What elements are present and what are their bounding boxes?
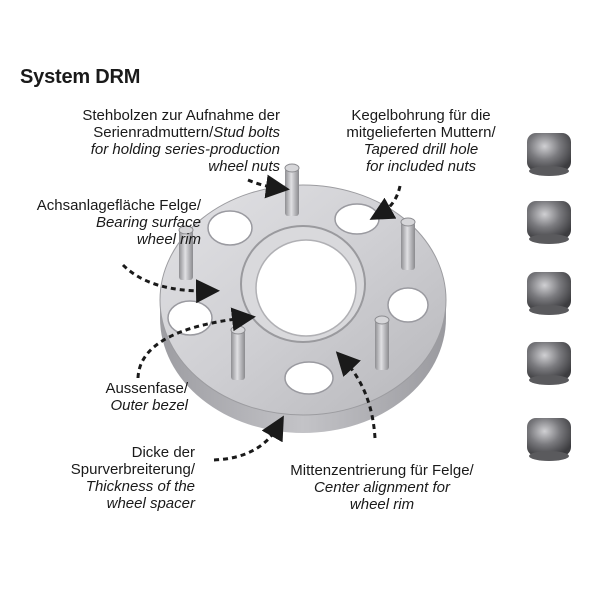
arrow-bearing-surface: [121, 263, 220, 304]
arrow-thickness: [213, 415, 284, 462]
tapered-hole: [207, 210, 253, 246]
diagram-title: System DRM: [20, 66, 141, 88]
stud-bolt: [400, 217, 416, 270]
lug-nut: [527, 342, 571, 385]
included-nuts: [527, 133, 571, 461]
lug-nut: [527, 133, 571, 176]
tapered-hole: [167, 300, 213, 336]
tapered-hole: [334, 203, 380, 235]
lug-nut: [527, 418, 571, 461]
label-outer-bezel: Aussenfase/ Outer bezel: [105, 380, 188, 414]
arrow-tapered-hole: [369, 185, 402, 220]
label-tapered-hole: Kegelbohrung für die mitgelieferten Mutt…: [346, 107, 496, 175]
stud-bolt: [284, 163, 300, 216]
stud-bolt: [230, 325, 246, 380]
stud-bolt: [374, 315, 390, 370]
callout-arrows: [121, 174, 402, 462]
label-thickness: Dicke der Spurverbreiterung/ Thickness o…: [70, 444, 195, 512]
center-bore-inner: [255, 239, 357, 337]
stud-bolt: [178, 225, 194, 280]
tapered-hole: [387, 287, 429, 323]
arrow-center-alignment: [335, 351, 377, 439]
lug-nut: [527, 201, 571, 244]
tapered-hole: [284, 361, 334, 395]
arrow-stud-bolts: [247, 174, 290, 199]
lug-nut: [527, 272, 571, 315]
arrow-outer-bezel: [136, 307, 256, 379]
stud-bolts: [178, 163, 416, 380]
label-bearing-surface: Achsanlagefläche Felge/ Bearing surface …: [36, 197, 201, 248]
label-stud-bolts: Stehbolzen zur Aufnahme der Serienradmut…: [82, 107, 280, 175]
label-center-alignment: Mittenzentrierung für Felge/ Center alig…: [290, 462, 474, 513]
